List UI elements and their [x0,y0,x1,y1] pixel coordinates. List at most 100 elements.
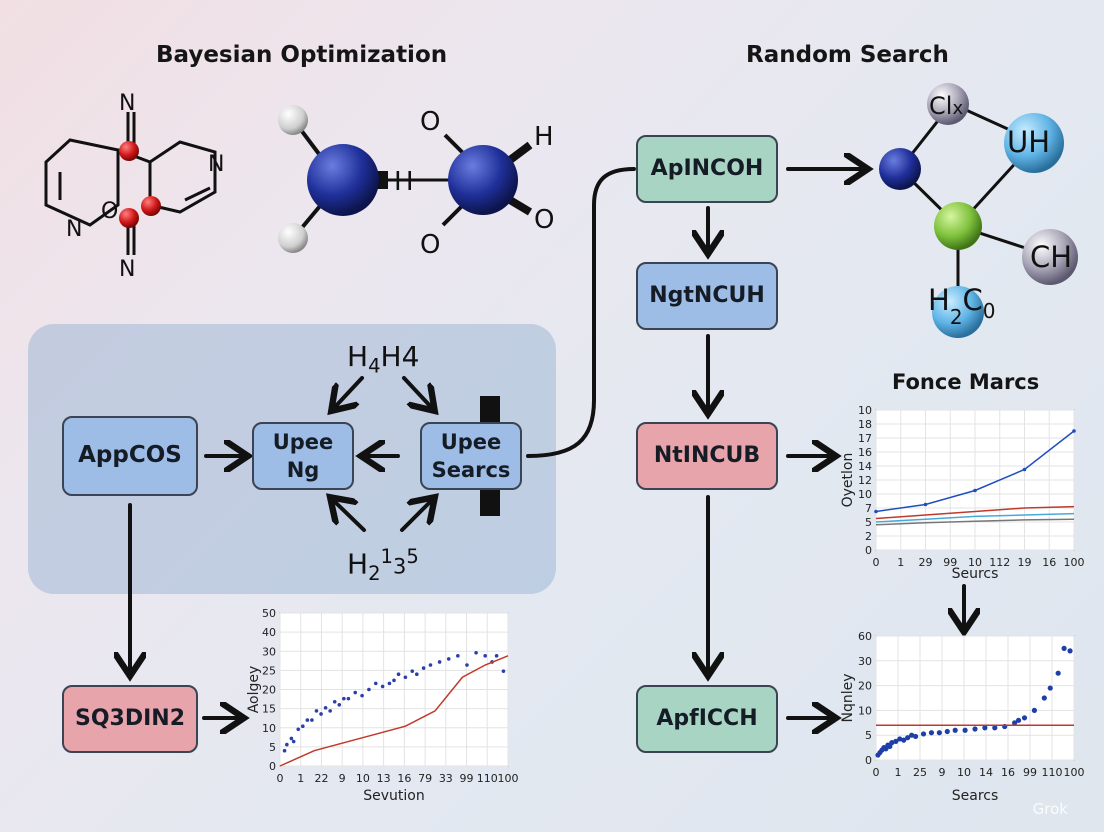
chart-x-tick-label: 0 [873,766,880,779]
chart-point [897,736,903,742]
chart-point [310,718,314,722]
formula-h2-c: 1 [380,545,393,568]
hydrogen-atom-1 [278,105,308,135]
formula-h4h4-c: H [380,340,402,373]
bayesian-optimization-heading: Bayesian Optimization [156,42,448,68]
chart-point [889,740,895,746]
green-atom [934,202,982,250]
chart-y-tick-label: 12 [858,474,872,487]
chart-series-line-3 [875,512,1075,523]
chart-point [973,488,977,493]
node-appcos[interactable]: AppCOS [62,416,198,496]
chart-point [415,672,419,676]
chart-point [920,731,927,737]
chart-x-tick-label: 10 [957,766,971,779]
chart-x-tick-label: 1 [897,556,904,569]
node-ntincub[interactable]: NtINCUB [636,422,778,490]
arrow-h2-to-upee-searcs [400,500,432,532]
chart-point [387,681,392,686]
chart-point [928,730,935,736]
uh-atom [1004,113,1064,173]
arrow-h4h4-to-upee-ng [334,376,364,408]
ring-label-n-bottom: N [119,257,135,282]
formula-h2-a: H [347,547,369,581]
chart-x-tick-label: 22 [314,772,328,785]
chart-point [396,672,401,676]
formula-h4h4-b: 4 [368,354,381,378]
chart-x-tick-label: 79 [418,772,432,785]
chart-point [319,712,323,716]
chart-point [893,738,899,745]
chart-title-fonce-marcs: Fonce Marcs [892,370,1040,394]
chart-x-axis-label: Sevution [363,788,424,804]
chart-point [289,736,294,741]
formula-h4h4-a: H [347,340,369,373]
chart-point [428,663,433,667]
blue-atom [879,148,921,190]
oxygen-atom-2 [141,196,161,216]
chart-y-tick-label: 10 [262,722,276,735]
mid-label-o-right: O [534,205,554,235]
chart-point [1072,429,1076,433]
chart-y-tick-label: 2 [865,530,872,543]
chart-point [1021,715,1028,721]
chart-y-tick-label: 0 [865,544,872,557]
node-ngtncuh[interactable]: NgtNCUH [636,262,778,330]
chart-y-tick-label: 50 [262,607,276,620]
chart-y-tick-label: 20 [858,680,872,693]
arrow-h2-to-upee-ng [333,500,366,532]
chart-point [952,727,958,733]
arrow-upee-searcs-to-apincoh [526,167,636,458]
chart-point [328,709,332,713]
chart-point [972,726,978,732]
chart-y-tick-label: 5 [865,729,872,742]
chart-point [301,724,305,729]
chart-x-tick-label: 99 [460,772,474,785]
arrow-h4h4-to-upee-searcs [402,376,432,408]
chart-x-tick-label: 13 [377,772,391,785]
formula-h2-b: 2 [368,561,381,585]
chart-x-tick-label: 14 [979,766,993,779]
label-h2c0: H2C0 [928,283,996,329]
chart-y-tick-label: 5 [865,516,872,529]
chart-point [380,684,385,689]
node-upee-ng[interactable]: Upee Ng [252,422,354,490]
chart-y-tick-label: 7 [865,502,872,515]
chart-x-tick-label: 10 [968,556,982,569]
chart-x-tick-label: 99 [1023,766,1037,779]
chart-x-tick-label: 1 [297,772,304,785]
chart-y-tick-label: 18 [858,418,872,431]
node-ngtncuh-label: NgtNCUH [649,283,765,309]
chart-point [1047,685,1053,691]
chart-point [913,733,919,740]
ch-atom [1022,229,1078,285]
label-uh: UH [1007,125,1050,159]
chart-series-line-2 [875,505,1075,520]
chart-point [282,748,287,753]
chart-x-tick-label: 9 [339,772,346,785]
chart-point [1031,707,1037,714]
label-cl: Clx [929,92,963,120]
node-upee-ng-label: Upee Ng [272,429,334,482]
node-upee-searcs[interactable]: Upee Searcs [420,422,522,490]
chart-point [992,725,998,731]
chart-y-tick-label: 16 [858,446,872,459]
chart-point [285,742,289,747]
hydrogen-atom-2 [278,223,308,253]
chart-point [501,669,506,673]
chart-y-tick-label: 10 [858,704,872,717]
node-apficch[interactable]: ApfICCH [636,685,778,753]
chart-y-tick-label: 5 [269,741,276,754]
chart-point [346,696,351,701]
chart-point [392,678,396,683]
node-apincoh[interactable]: ApINCOH [636,135,778,203]
chart-y-tick-label: 25 [262,664,276,677]
nitrogen-atom-1 [307,144,379,216]
node-sq3din2[interactable]: SQ3DIN2 [62,685,198,753]
chlorine-atom [927,83,969,125]
ring-label-o: O [101,199,118,224]
chart-x-tick-label: 99 [943,556,957,569]
chart-x-axis-label: Searcs [952,788,999,804]
chart-point [901,737,907,743]
chart-point [403,675,408,680]
